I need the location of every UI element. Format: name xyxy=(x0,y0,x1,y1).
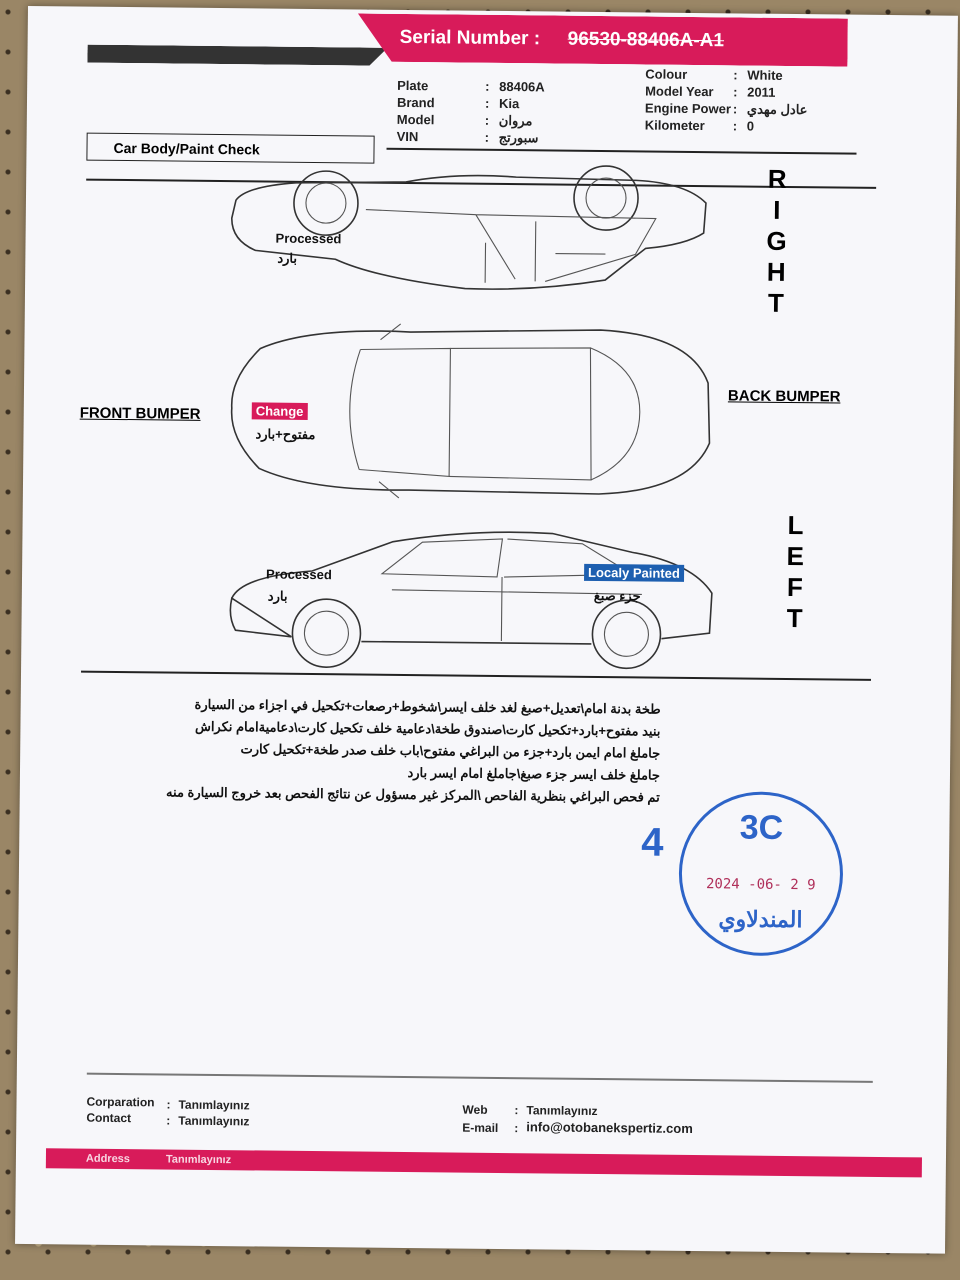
change-tag: Change xyxy=(251,402,308,420)
contact-value: Tanımlayınız xyxy=(178,1113,250,1129)
email-label: E-mail xyxy=(462,1120,499,1135)
right-processed-mark: Processed xyxy=(275,230,342,247)
left-processed-arabic: بارد xyxy=(267,588,288,604)
localy-painted-arabic: جزء صبغ xyxy=(593,587,641,604)
left-side-label: L E F T xyxy=(786,509,805,634)
plate-value: 88406A xyxy=(499,78,545,95)
corporation-label: Corparation xyxy=(86,1094,155,1110)
engine-power-label: Engine Power xyxy=(644,100,732,117)
stamp-code: 3C xyxy=(739,808,784,847)
inspector-stamp: 3C 2024 -06- 2 9 المندلاوي xyxy=(678,790,844,957)
model-year-value: 2011 xyxy=(747,84,776,100)
web-value: Tanımlayınız xyxy=(526,1103,598,1119)
colour-value: White xyxy=(747,67,783,83)
colour-label: Colour xyxy=(645,66,688,82)
note-line: تم فحص البراغي بنظرية الفاحص \المركز غير… xyxy=(166,784,660,805)
header-dark-stripe xyxy=(87,45,387,66)
vin-value: سبورتج xyxy=(498,129,539,146)
back-bumper-label: BACK BUMPER xyxy=(727,387,841,406)
vin-label: VIN xyxy=(396,128,419,145)
brand-label: Brand xyxy=(396,94,435,111)
corporation-value: Tanımlayınız xyxy=(178,1097,250,1113)
serial-number-banner: Serial Number : 96530-88406A-A1 xyxy=(357,13,847,66)
right-side-label: R I G H T xyxy=(766,163,787,318)
web-label: Web xyxy=(462,1102,488,1117)
footer-rule xyxy=(86,1072,873,1083)
model-year-label: Model Year xyxy=(645,83,714,100)
model-value: مروان xyxy=(498,112,533,129)
address-value: Tanımlayınız xyxy=(165,1153,232,1167)
model-label: Model xyxy=(396,111,435,128)
brand-value: Kia xyxy=(498,95,520,112)
contact-label: Contact xyxy=(86,1110,132,1126)
front-bumper-label: FRONT BUMPER xyxy=(79,404,201,423)
change-arabic: مفتوح+بارد xyxy=(255,426,316,443)
section-rule-bottom xyxy=(81,670,872,681)
address-bar: Address Tanımlayınız xyxy=(45,1148,922,1178)
stamp-number: 4 xyxy=(641,820,664,865)
address-label: Address xyxy=(85,1152,131,1166)
car-right-side-diagram xyxy=(230,165,707,290)
inspection-report-page: Serial Number : 96530-88406A-A1 Plate : … xyxy=(15,6,958,1254)
car-top-view-diagram xyxy=(230,323,711,499)
email-value[interactable]: info@otobanekspertiz.com xyxy=(526,1119,693,1137)
stamp-date: 2024 -06- 2 9 xyxy=(705,876,816,894)
kilometer-label: Kilometer xyxy=(644,117,705,134)
vehicle-info-right: Colour : White Model Year : 2011 Engine … xyxy=(644,66,808,134)
localy-painted-tag: Localy Painted xyxy=(584,563,684,582)
kilometer-value: 0 xyxy=(746,118,755,134)
inspection-notes: طخة بدنة امام\تعديل+صبغ لغد خلف ايسر\شخو… xyxy=(90,693,661,809)
plate-label: Plate xyxy=(397,77,429,94)
left-processed-mark: Processed xyxy=(265,566,332,583)
serial-number-value: 96530-88406A-A1 xyxy=(567,28,725,52)
engine-power-value: عادل مهدي xyxy=(746,101,808,118)
stamp-name: المندلاوي xyxy=(718,906,803,933)
right-processed-arabic: بارد xyxy=(277,250,298,266)
serial-number-label: Serial Number : xyxy=(399,26,541,50)
car-left-side-diagram xyxy=(229,531,713,670)
